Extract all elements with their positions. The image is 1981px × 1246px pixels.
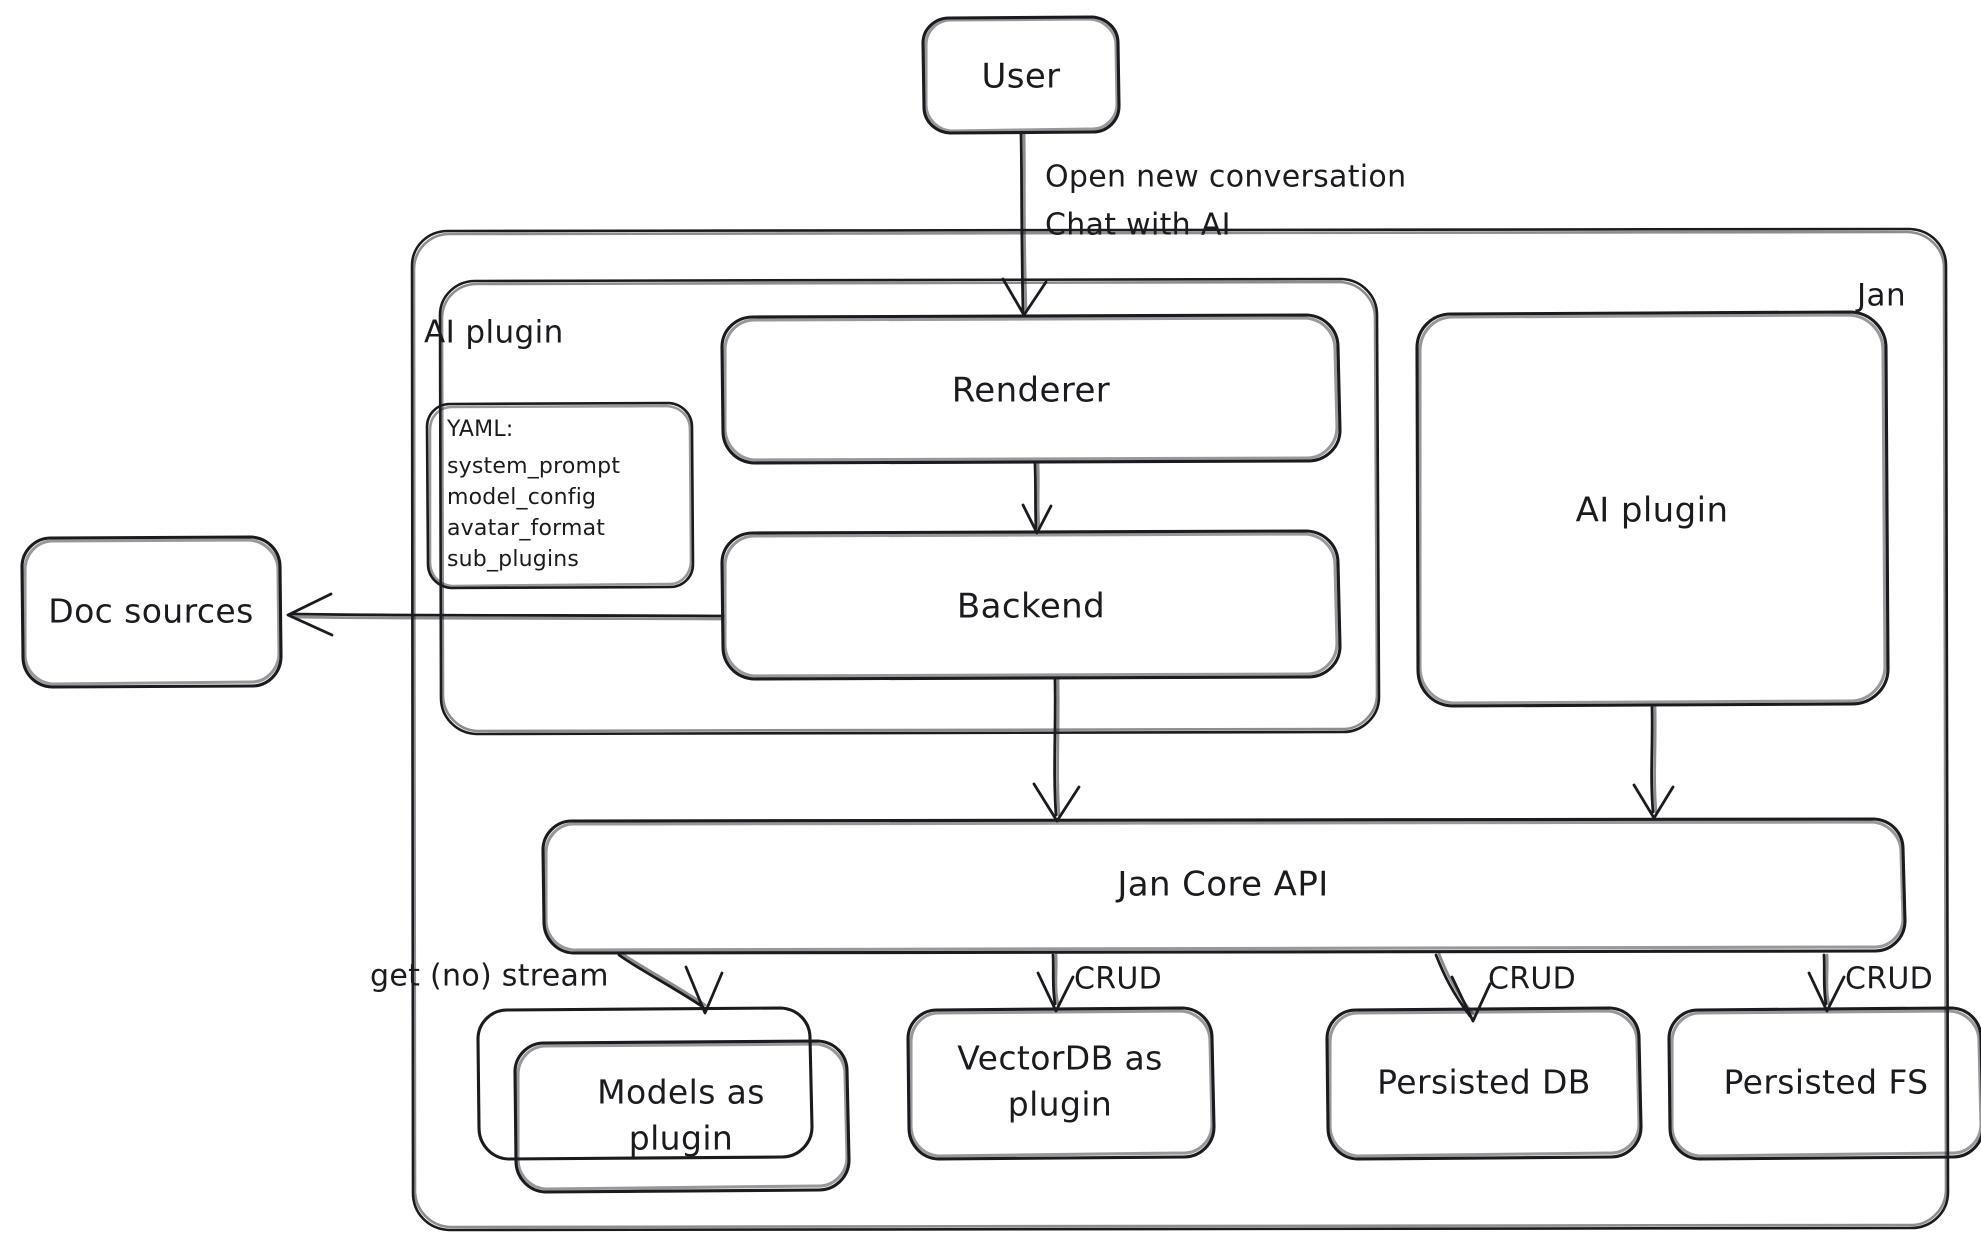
edge-user-to-renderer-label-line1: Open new conversation [1045,160,1406,195]
node-backend-label: Backend [957,587,1105,627]
container-ai-plugin-group: AI plugin [424,277,1381,736]
node-ai-plugin-label: AI plugin [1576,491,1729,531]
edge-jan-core-api-to-vectordb: CRUD [1036,953,1162,1013]
node-persisted-fs[interactable]: Persisted FS [1667,1006,1981,1161]
node-renderer-label: Renderer [952,371,1110,411]
edge-user-to-renderer: Open new conversation Chat with AI [1001,132,1406,317]
edge-user-to-renderer-label-line2: Chat with AI [1045,208,1231,243]
yaml-key-avatar-format: avatar_format [447,516,605,541]
container-jan-label: Jan [1855,278,1906,314]
node-user-label: User [981,57,1060,97]
node-persisted-db-label: Persisted DB [1377,1063,1591,1102]
node-user[interactable]: User [921,15,1121,135]
edge-ai-plugin-to-jan-core-api [1632,705,1675,820]
edge-backend-to-jan-core-api [1032,678,1081,823]
node-yaml-note: YAML: system_prompt model_config avatar_… [425,401,695,590]
edge-jan-core-api-to-persisted-fs: CRUD [1807,953,1933,1013]
node-vectordb[interactable]: VectorDB as plugin [906,1006,1216,1161]
edge-vectordb-label: CRUD [1074,962,1162,997]
yaml-key-sub-plugins: sub_plugins [447,547,579,572]
edge-persisted-fs-label: CRUD [1845,962,1933,997]
node-jan-core-api[interactable]: Jan Core API [541,817,1907,955]
edge-jan-core-api-to-persisted-db: CRUD [1434,952,1576,1023]
yaml-key-system-prompt: system_prompt [447,454,620,479]
node-ai-plugin[interactable]: AI plugin [1415,310,1890,708]
edge-models-label: get (no) stream [370,959,609,994]
edge-renderer-to-backend [1021,462,1053,535]
node-backend[interactable]: Backend [720,529,1342,681]
node-doc-sources-label: Doc sources [48,592,253,631]
node-vectordb-label-line2: plugin [1008,1085,1112,1124]
node-jan-core-api-label: Jan Core API [1115,865,1328,905]
node-models-label-line2: plugin [629,1119,733,1158]
yaml-heading: YAML: [446,417,513,442]
node-models[interactable]: Models as plugin [476,1006,851,1194]
edge-persisted-db-label: CRUD [1488,962,1576,997]
node-persisted-fs-label: Persisted FS [1724,1063,1929,1102]
node-renderer[interactable]: Renderer [720,313,1342,465]
edge-backend-to-doc-sources [286,592,725,637]
node-models-label-line1: Models as [597,1073,765,1112]
node-doc-sources[interactable]: Doc sources [20,535,283,689]
edge-jan-core-api-to-models: get (no) stream [370,951,724,1015]
container-ai-plugin-group-label: AI plugin [424,315,564,351]
yaml-key-model-config: model_config [447,485,596,510]
node-persisted-db[interactable]: Persisted DB [1325,1006,1643,1161]
node-vectordb-label-line1: VectorDB as [957,1039,1163,1078]
container-jan: Jan [410,227,1950,1232]
